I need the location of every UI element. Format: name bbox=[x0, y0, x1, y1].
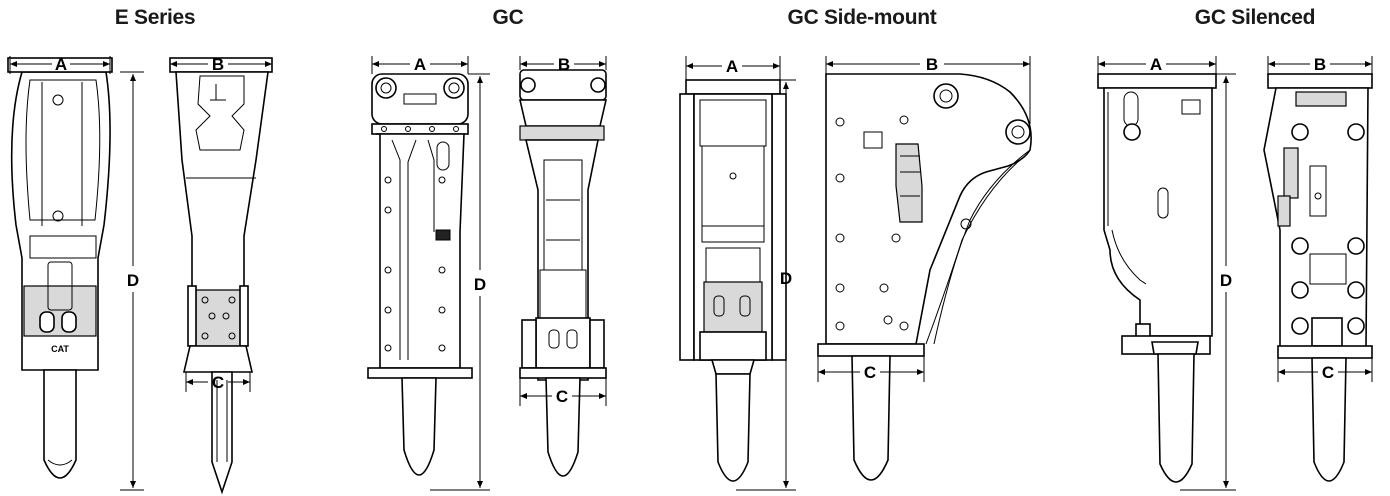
gc-dim-a: A bbox=[372, 55, 468, 74]
gc-silenced-dim-c: C bbox=[1277, 358, 1373, 382]
dim-label-d: D bbox=[127, 271, 139, 290]
dim-label-a: A bbox=[726, 57, 738, 76]
gc-silenced-side-view bbox=[1263, 73, 1373, 482]
dim-label-b: B bbox=[212, 55, 224, 74]
gc-silenced-dim-a: A bbox=[1098, 55, 1216, 74]
e-series-title: E Series bbox=[114, 6, 196, 29]
gc-silenced-front-view bbox=[1097, 56, 1217, 483]
dim-label-c: C bbox=[1322, 363, 1334, 382]
gc-side-mount-title: GC Side-mount bbox=[787, 6, 937, 29]
gc-silenced-title: GC Silenced bbox=[1194, 6, 1316, 29]
e-series-dim-d: D bbox=[120, 71, 144, 491]
gc-silenced-dim-d: D bbox=[1180, 73, 1236, 491]
gc-dim-b: B bbox=[519, 55, 607, 74]
dim-label-d: D bbox=[474, 275, 486, 294]
dim-label-b: B bbox=[1314, 55, 1326, 74]
dim-label-b: B bbox=[926, 55, 938, 74]
gc-silenced-dim-b: B bbox=[1267, 55, 1373, 74]
gc-front-view bbox=[367, 56, 473, 476]
dim-label-a: A bbox=[414, 55, 426, 74]
e-series-side-view bbox=[169, 57, 273, 495]
dim-label-c: C bbox=[212, 373, 224, 392]
gc-side-mount-dim-d: D bbox=[736, 79, 796, 491]
gc-side-mount-side-view bbox=[817, 73, 1032, 481]
dim-label-a: A bbox=[55, 55, 67, 74]
cat-logo: CAT bbox=[51, 344, 69, 354]
gc-side-mount-dim-a: A bbox=[686, 57, 780, 76]
dim-label-a: A bbox=[1150, 55, 1162, 74]
gc-side-mount-front-view bbox=[679, 56, 787, 482]
e-series-dim-a: A bbox=[10, 55, 110, 74]
gc-side-view bbox=[518, 69, 608, 477]
dim-label-b: B bbox=[558, 55, 570, 74]
e-series-dim-c: C bbox=[185, 372, 251, 392]
gc-dim-d: D bbox=[430, 73, 490, 491]
dim-label-d: D bbox=[780, 269, 792, 288]
dim-label-d: D bbox=[1220, 271, 1232, 290]
dim-label-c: C bbox=[864, 363, 876, 382]
e-series-dim-b: B bbox=[170, 55, 272, 74]
e-series-front-view: CAT bbox=[7, 56, 113, 479]
gc-dim-c: C bbox=[519, 378, 607, 406]
gc-side-mount-dim-b: B bbox=[825, 55, 1031, 124]
gc-side-mount-dim-c: C bbox=[817, 356, 925, 382]
gc-title: GC bbox=[492, 6, 524, 29]
dim-label-c: C bbox=[556, 387, 568, 406]
